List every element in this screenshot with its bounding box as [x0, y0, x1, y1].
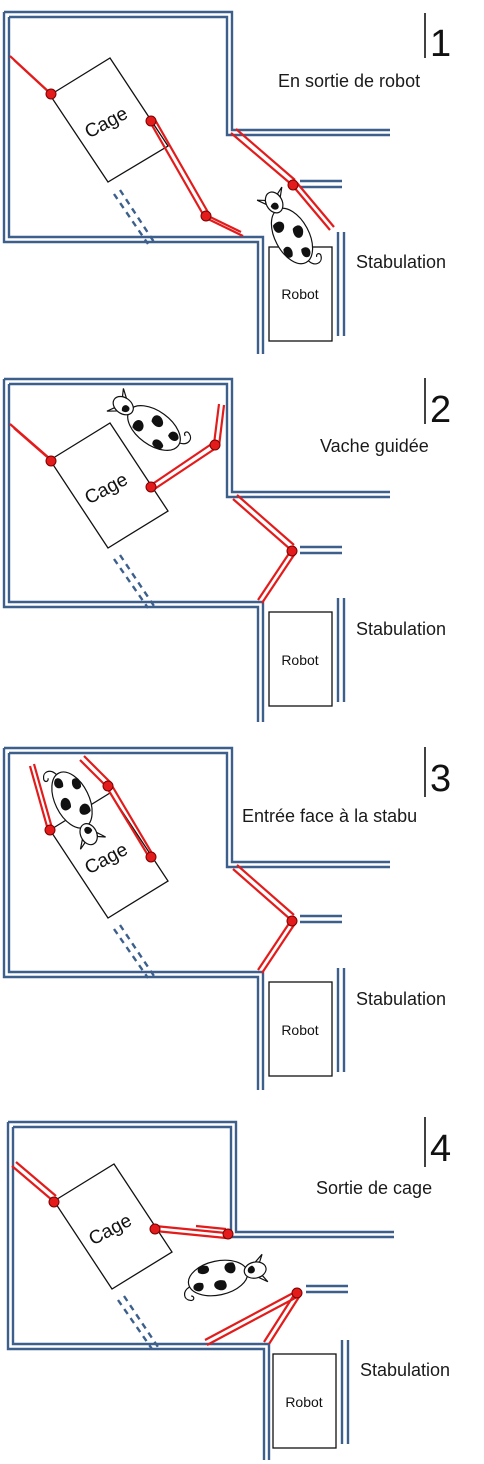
- robot-box: Robot: [268, 611, 333, 707]
- robot-box: Robot: [272, 1353, 337, 1449]
- pivot-points: [45, 88, 299, 222]
- barn-walls: [6, 1120, 394, 1460]
- barn-walls: [2, 377, 390, 722]
- gates: [28, 755, 295, 974]
- area-label: Stabulation: [360, 1360, 450, 1380]
- robot-label: Robot: [281, 1022, 318, 1038]
- step-caption: Vache guidée: [320, 436, 429, 456]
- pivot-points: [48, 1196, 303, 1299]
- cow: [178, 1250, 271, 1303]
- step-caption: En sortie de robot: [278, 71, 420, 91]
- barn-walls: [2, 746, 390, 1090]
- step-caption: Sortie de cage: [316, 1178, 432, 1198]
- area-label: Stabulation: [356, 252, 446, 272]
- gates: [9, 55, 335, 237]
- step-number: 3: [430, 758, 451, 800]
- step-number-box: 4: [424, 1117, 451, 1170]
- robot-label: Robot: [281, 286, 318, 302]
- panel-1: Cage Robot 1 En sortie de robot Stabulat…: [2, 10, 451, 354]
- robot-box: Robot: [268, 981, 333, 1077]
- step-number: 4: [430, 1128, 451, 1170]
- gates: [9, 403, 295, 604]
- area-label: Stabulation: [356, 989, 446, 1009]
- gates: [11, 1161, 300, 1346]
- cage: Cage: [53, 1163, 173, 1290]
- robot-label: Robot: [281, 652, 318, 668]
- step-number: 1: [430, 23, 451, 65]
- barn-walls: [2, 10, 390, 354]
- step-number-box: 1: [424, 13, 451, 65]
- step-number-box: 2: [424, 378, 451, 431]
- cage: Cage: [49, 422, 169, 549]
- panel-3: Cage Robot 3 Entrée face à la stabu Stab…: [2, 746, 451, 1090]
- panel-2: Cage Robot 2 Vache guidée Stabulation: [2, 377, 451, 722]
- panel-4: Cage Robot 4 Sortie de cage Stabulation: [6, 1117, 451, 1460]
- robot-label: Robot: [285, 1394, 322, 1410]
- cage: Cage: [49, 57, 169, 183]
- pivot-points: [44, 780, 298, 927]
- robot-box: Robot: [268, 246, 333, 342]
- step-caption: Entrée face à la stabu: [242, 806, 417, 826]
- step-number: 2: [430, 389, 451, 431]
- step-number-box: 3: [424, 747, 451, 800]
- pivot-points: [45, 439, 298, 557]
- area-label: Stabulation: [356, 619, 446, 639]
